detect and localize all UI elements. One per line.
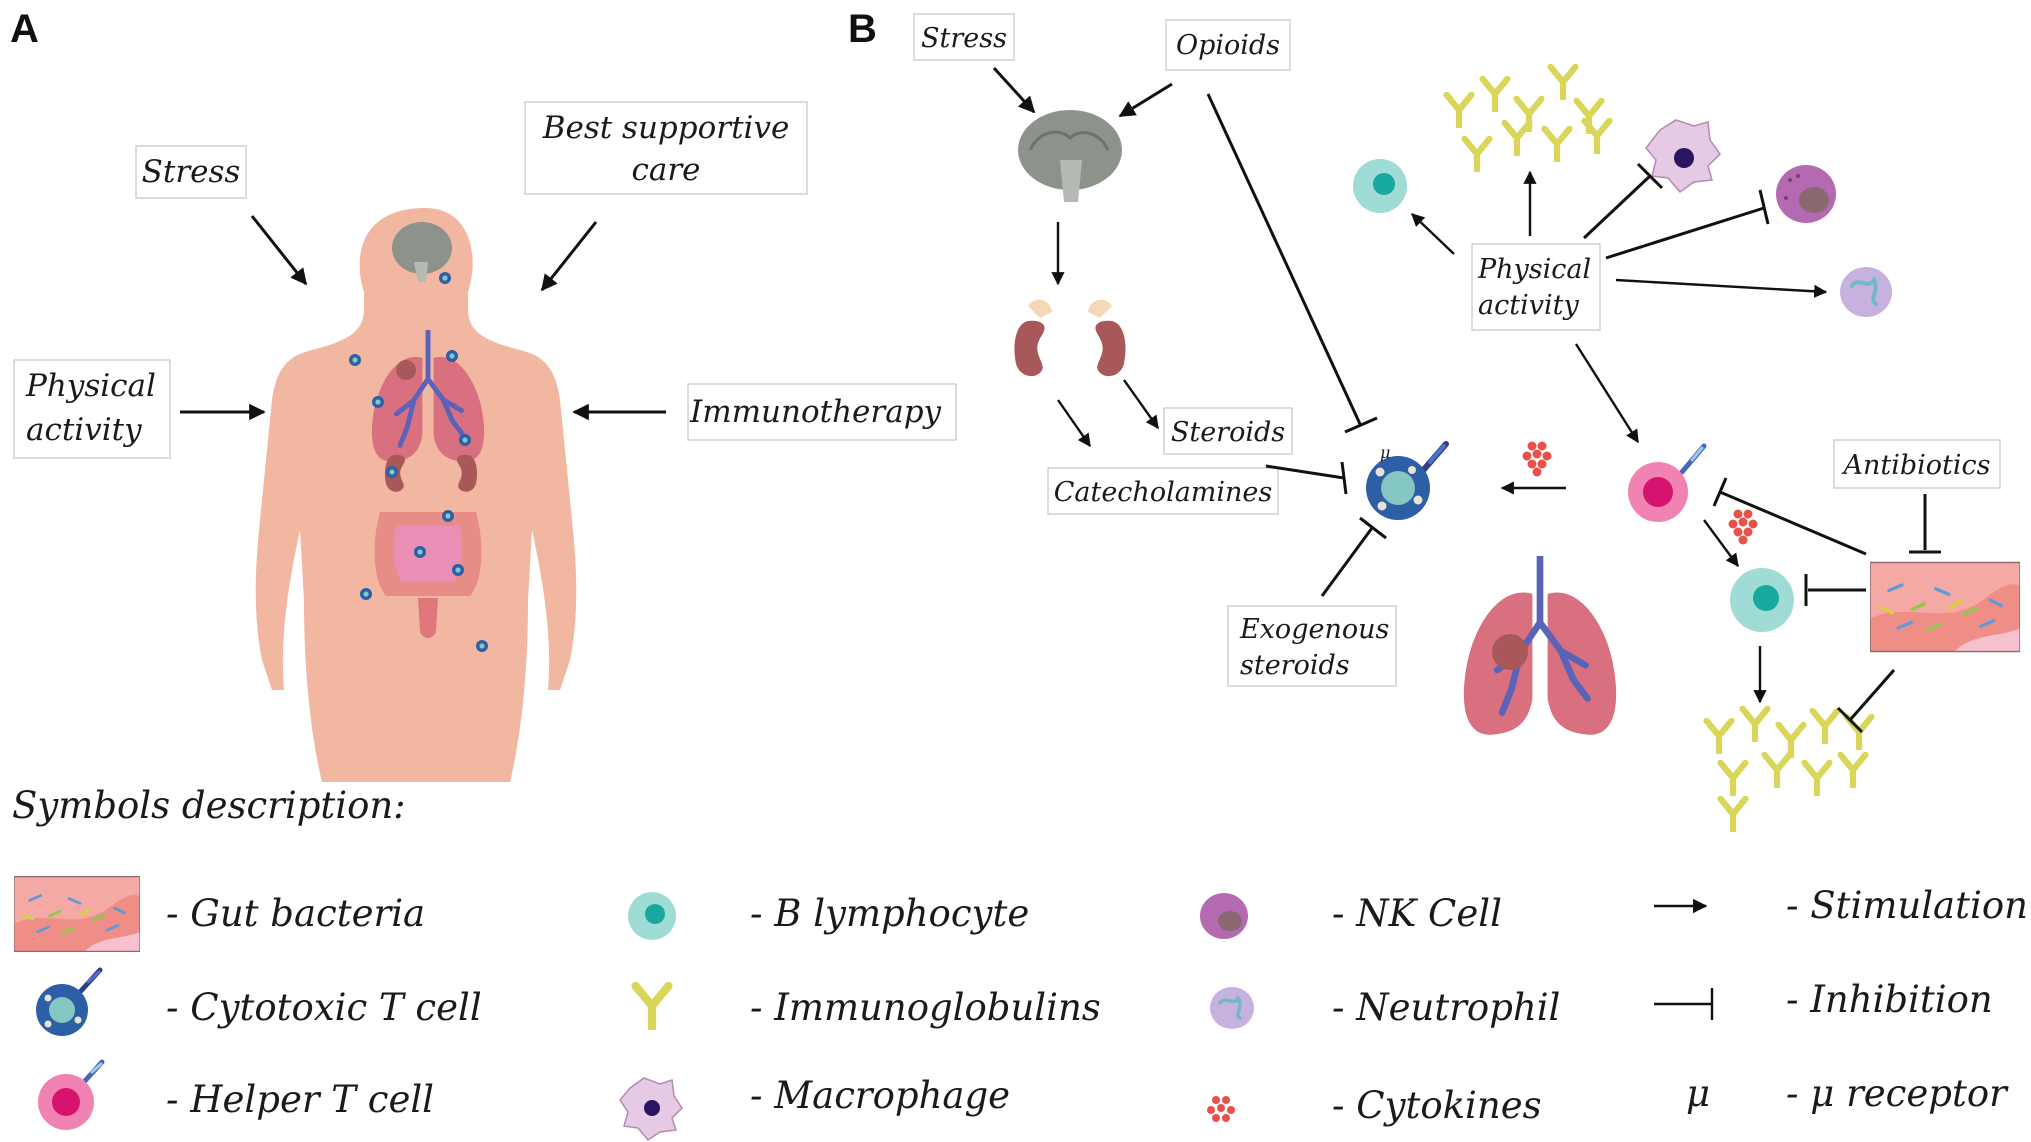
arrow-stress-to-brain [992, 66, 1036, 114]
arrow-activity-to-b-lymphocyte [1411, 213, 1455, 255]
label-catecholamines: Catecholamines [1054, 477, 1273, 508]
legend-title: Symbols description: [12, 784, 406, 827]
label-best-supportive-care-line1: Best supportive [542, 110, 790, 146]
inhibition-activity-to-macrophage [1582, 162, 1664, 240]
label-box-best-supportive-care [524, 101, 808, 195]
label-box-catecholamines [1047, 467, 1279, 515]
immunoglobulins-cluster-top [1447, 67, 1610, 171]
inhibition-gut-to-helper-t [1712, 477, 1867, 556]
label-steroids: Steroids [1171, 417, 1285, 448]
label-antibiotics: Antibiotics [1840, 450, 1990, 481]
inhibition-activity-to-nk [1605, 189, 1770, 260]
label-immunotherapy: Immunotherapy [689, 394, 942, 430]
inhibition-gut-to-immunoglobulins [1836, 669, 1896, 734]
body-cytotoxic-cells [349, 272, 488, 652]
cytokines-icon [1728, 509, 1758, 545]
label-box-immunotherapy [687, 383, 957, 441]
legend-cytotoxic-t-icon [36, 967, 103, 1036]
inhibition-exogenous-steroids-to-cytotoxic [1320, 516, 1387, 597]
b-lymphocyte-icon [1353, 159, 1407, 213]
legend-neutrophil-icon [1210, 987, 1254, 1029]
arrow-care-to-body [540, 221, 598, 292]
label-physical-activity-b-line2: activity [1478, 290, 1579, 321]
cytokines-icon [1522, 441, 1552, 477]
brain-icon [392, 222, 452, 274]
legend-gut-bacteria: - Gut bacteria [166, 892, 425, 935]
label-box-steroids [1163, 407, 1293, 455]
legend-nk-icon [1200, 893, 1248, 939]
inhibition-antibiotics-to-gut [1909, 494, 1941, 554]
label-box-physical-activity-a [13, 359, 171, 459]
legend-nk-cell: - NK Cell [1332, 892, 1502, 935]
legend-gut-bacteria-icon [14, 875, 140, 953]
legend-macrophage-icon [619, 1077, 683, 1141]
label-box-antibiotics [1833, 439, 2001, 489]
legend-helper-t: - Helper T cell [166, 1078, 434, 1121]
legend-stimulation: - Stimulation [1786, 884, 2028, 927]
inhibition-gut-to-b-lymphocyte [1804, 574, 1866, 606]
label-opioids: Opioids [1176, 30, 1280, 61]
immunoglobulins-cluster-bottom [1707, 709, 1872, 831]
label-box-physical-activity-b [1471, 243, 1601, 331]
legend-cytokines: - Cytokines [1332, 1084, 1542, 1127]
panel-label-b: B [848, 7, 877, 51]
label-best-supportive-care-line2: care [631, 152, 700, 188]
legend-immunoglobulins: - Immunoglobulins [750, 986, 1101, 1029]
macrophage-icon [1645, 119, 1721, 194]
arrow-adrenals-to-steroids [1123, 379, 1159, 430]
small-intestine-icon [394, 526, 462, 582]
human-body-illustration [255, 208, 577, 782]
label-exogenous-steroids-line1: Exogenous [1239, 614, 1389, 645]
legend-b-lymphocyte: - B lymphocyte [750, 892, 1029, 935]
label-physical-activity-b-line1: Physical [1477, 254, 1591, 285]
arrow-opioids-to-brain [1118, 82, 1173, 118]
label-box-exogenous-steroids [1227, 605, 1397, 687]
inhibition-opioids-to-cytotoxic [1206, 93, 1378, 434]
arrow-activity-to-neutrophil [1615, 278, 1828, 298]
cytotoxic-t-cell-icon [1366, 441, 1449, 520]
label-physical-activity-a-line2: activity [26, 412, 142, 448]
legend-cytokines-icon [1207, 1096, 1235, 1122]
label-box-stress-b [913, 13, 1015, 61]
arrow-helper-to-b-lymphocyte [1703, 519, 1739, 568]
legend-mu-receptor: - μ receptor [1786, 1072, 2009, 1115]
label-stress-b: Stress [921, 23, 1007, 54]
label-exogenous-steroids-line2: steroids [1240, 650, 1350, 681]
neutrophil-icon [1840, 267, 1892, 317]
legend-macrophage: - Macrophage [750, 1074, 1010, 1117]
legend-neutrophil: - Neutrophil [1332, 986, 1560, 1029]
inhibition-steroids-to-cytotoxic [1265, 461, 1348, 495]
label-stress-a: Stress [142, 154, 241, 190]
legend-inhibition: - Inhibition [1786, 978, 1993, 1021]
helper-t-cell-icon [1628, 443, 1707, 522]
legend-immunoglobulin-icon [636, 986, 669, 1028]
gut-bacteria-icon [1870, 560, 2020, 654]
arrow-stress-to-body [250, 215, 308, 286]
legend-helper-t-icon [38, 1059, 105, 1130]
nk-cell-icon [1776, 165, 1836, 223]
arrow-activity-to-helper-t [1574, 343, 1640, 444]
tumor-icon [1492, 634, 1528, 670]
body-silhouette [255, 208, 577, 782]
panel-label-a: A [10, 7, 39, 51]
tumor-icon [396, 360, 416, 380]
legend-inhibition-bar-icon [1654, 988, 1714, 1020]
label-box-stress-a [135, 145, 247, 199]
label-mu-on-cell: μ [1380, 443, 1390, 462]
brainstem-icon [414, 262, 428, 282]
arrow-adrenals-to-catecholamines [1057, 399, 1091, 448]
adrenal-kidney-icon [1014, 299, 1126, 377]
legend-cytotoxic-t: - Cytotoxic T cell [166, 986, 482, 1029]
legend-mu-symbol: μ [1686, 1072, 1710, 1115]
label-physical-activity-a-line1: Physical [25, 368, 156, 404]
brain-icon [1018, 110, 1122, 202]
lungs-icon [1464, 556, 1616, 735]
label-box-opioids [1165, 19, 1291, 71]
legend-b-lymphocyte-icon [628, 892, 676, 940]
rectum-icon [418, 598, 438, 638]
b-lymphocyte-icon [1730, 568, 1794, 632]
